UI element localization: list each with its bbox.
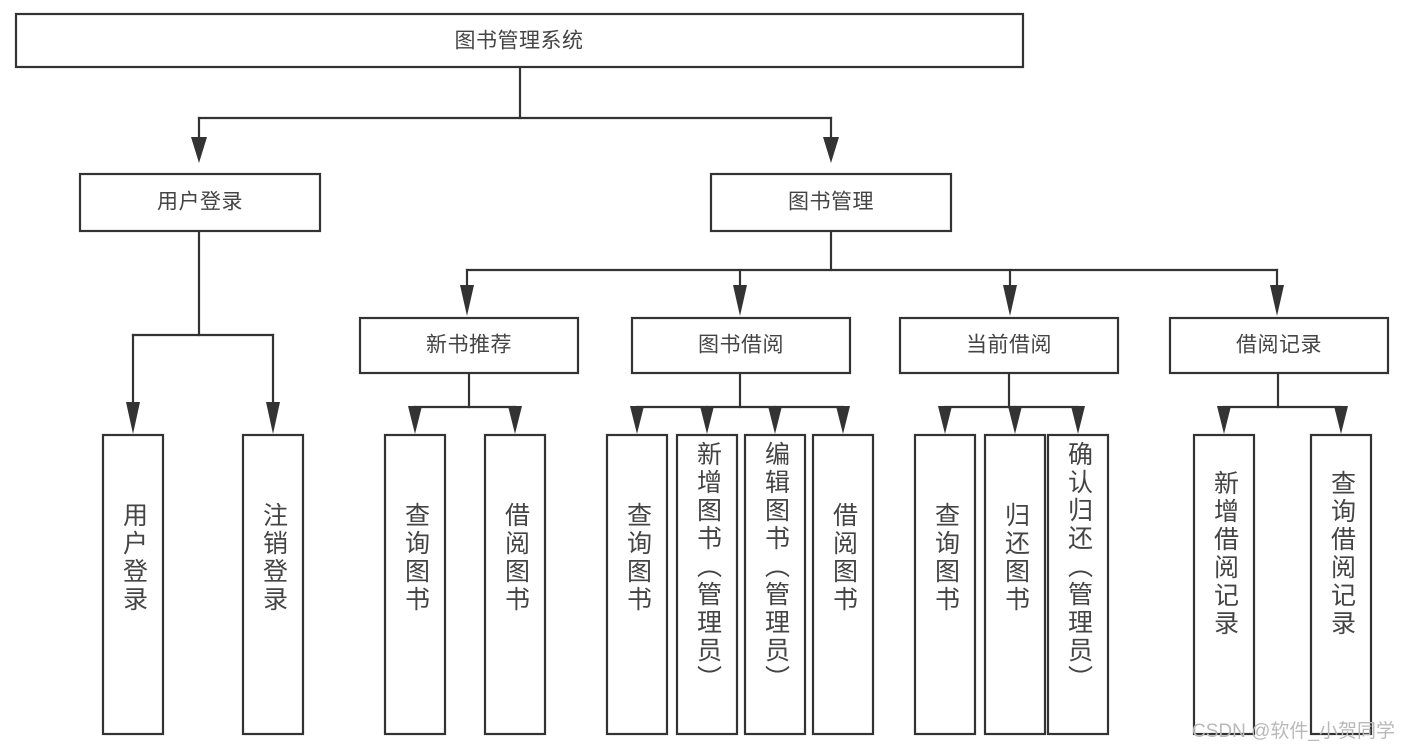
node-user-login-box[interactable] [78, 172, 322, 233]
arrow-head-leaf-confirm-return [1071, 406, 1085, 434]
arrow-head-leaf-logout-login [266, 402, 280, 434]
node-book-manage[interactable]: 图书管理 [709, 172, 953, 233]
node-root-label: 图书管理系统 [455, 30, 584, 53]
arrow-head-leaf-query-book-2 [630, 406, 644, 434]
connector-group-current-borrow-to-leaves [938, 371, 1085, 434]
node-leaf-add-book-box[interactable] [675, 433, 739, 736]
connector-group-book-borrow-to-leaves [630, 371, 850, 434]
node-leaf-query-record-box[interactable] [1309, 433, 1373, 736]
arrow-head-current-borrow [1003, 285, 1017, 316]
node-user-login[interactable]: 用户登录 [78, 172, 322, 233]
node-current-borrow-label: 当前借阅 [966, 334, 1052, 357]
arrow-head-borrow-record [1270, 285, 1284, 316]
node-user-login-label: 用户登录 [157, 191, 243, 214]
node-leaf-return-book-box[interactable] [983, 433, 1047, 736]
node-new-book-recommend-label: 新书推荐 [426, 334, 512, 357]
arrow-head-leaf-query-book-1 [408, 406, 422, 434]
arrow-head-leaf-borrow-book-2 [836, 406, 850, 434]
arrow-head-book-manage [823, 137, 839, 163]
connector-group-root-to-level2 [191, 65, 839, 163]
node-root-box[interactable] [14, 12, 1025, 69]
node-current-borrow-box[interactable] [898, 316, 1120, 375]
arrow-head-new-book-recommend [460, 285, 474, 316]
node-leaf-edit-book-box[interactable] [743, 433, 807, 736]
arrow-head-leaf-query-book-3 [938, 406, 952, 434]
arrow-head-book-borrow [733, 285, 747, 316]
node-borrow-record-box[interactable] [1168, 316, 1390, 375]
node-book-borrow-box[interactable] [630, 316, 852, 375]
arrow-head-leaf-query-record [1334, 406, 1348, 434]
node-book-manage-label: 图书管理 [788, 191, 874, 214]
arrow-head-leaf-add-record [1217, 406, 1231, 434]
node-leaf-query-book-3-box[interactable] [913, 433, 977, 736]
arrow-head-leaf-return-book [1008, 406, 1022, 434]
node-leaf-query-book-1-box[interactable] [383, 433, 447, 736]
node-borrow-record-label: 借阅记录 [1236, 334, 1322, 357]
node-leaf-borrow-book-1-box[interactable] [483, 433, 547, 736]
node-leaf-query-book-2-box[interactable] [605, 433, 669, 736]
csdn-watermark: CSDN @软件_小贺同学 [1192, 721, 1395, 742]
connector-group-user-login-to-leaves [126, 229, 280, 434]
node-leaf-user-login-box[interactable] [101, 433, 165, 736]
node-leaf-confirm-return-box[interactable] [1046, 433, 1110, 736]
arrow-head-leaf-edit-book [768, 406, 782, 434]
arrow-head-leaf-add-book [700, 406, 714, 434]
node-leaf-borrow-book-2-box[interactable] [811, 433, 875, 736]
node-book-manage-box[interactable] [709, 172, 953, 233]
node-new-book-recommend[interactable]: 新书推荐 [358, 316, 580, 375]
arrow-head-leaf-borrow-book-1 [508, 406, 522, 434]
node-book-borrow[interactable]: 图书借阅 [630, 316, 852, 375]
node-leaf-add-record-box[interactable] [1192, 433, 1256, 736]
arrow-head-leaf-user-login [126, 402, 140, 434]
node-new-book-recommend-box[interactable] [358, 316, 580, 375]
node-root[interactable]: 图书管理系统 [14, 12, 1025, 69]
connector-group-new-book-recommend-to-leaves [408, 371, 522, 434]
arrow-head-user-login [191, 137, 207, 163]
node-borrow-record[interactable]: 借阅记录 [1168, 316, 1390, 375]
connector-group-borrow-record-to-leaves [1217, 371, 1348, 434]
connector-group-book-manage-to-level3 [460, 229, 1284, 316]
node-book-borrow-label: 图书借阅 [698, 334, 784, 357]
node-leaf-logout-login-box[interactable] [241, 433, 305, 736]
node-current-borrow[interactable]: 当前借阅 [898, 316, 1120, 375]
